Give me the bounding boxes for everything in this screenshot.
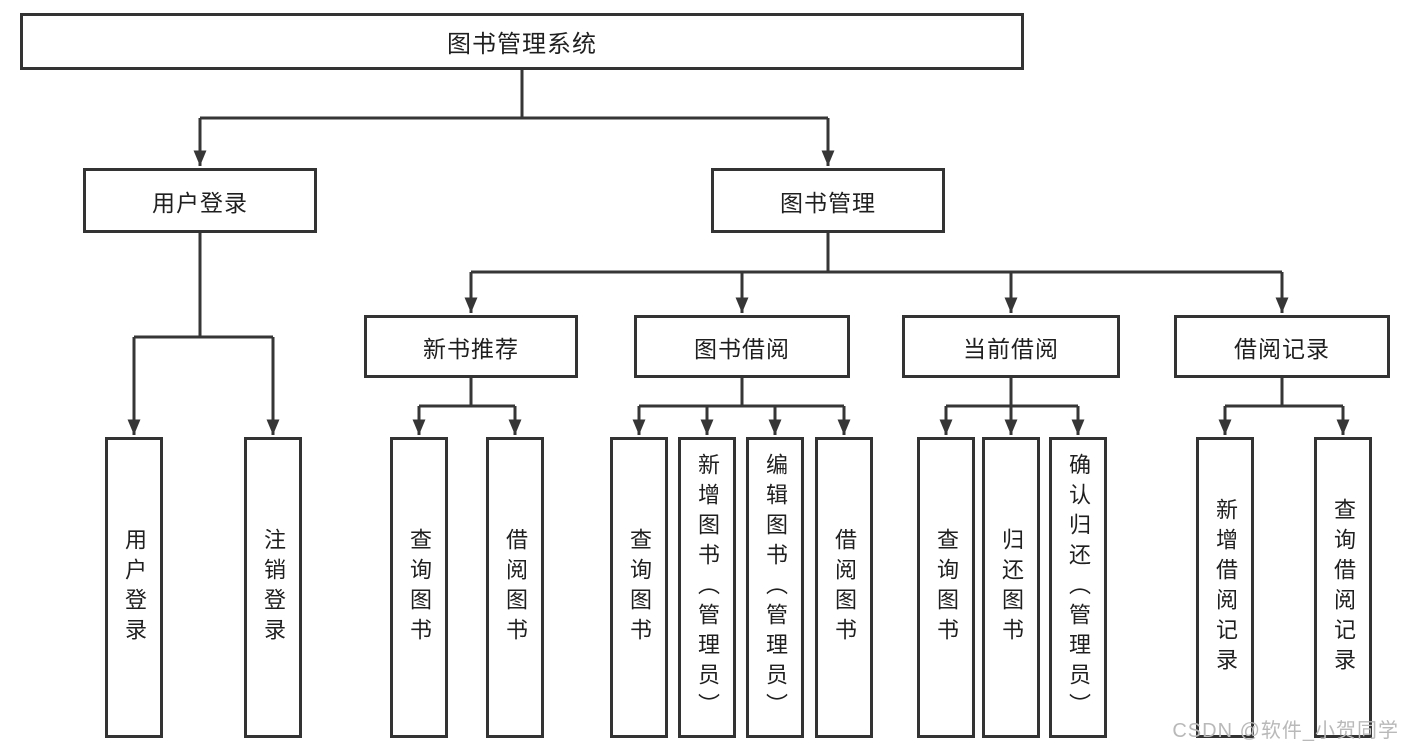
node-book-borrow-label: 图书借阅 — [694, 335, 790, 362]
node-nb-query-books-label: 查询图书 — [407, 527, 432, 648]
node-cb-query-books-label: 查询图书 — [934, 527, 959, 648]
node-book-management: 图书管理 — [711, 168, 945, 233]
node-bb-edit-books-admin: 编辑图书（管理员） — [746, 437, 804, 738]
node-br-query-record-label: 查询借阅记录 — [1331, 497, 1356, 678]
node-current-borrow: 当前借阅 — [902, 315, 1120, 378]
node-new-book-recommend: 新书推荐 — [364, 315, 578, 378]
node-cb-confirm-return-admin: 确认归还（管理员） — [1049, 437, 1107, 738]
node-nb-borrow-books-label: 借阅图书 — [503, 527, 528, 648]
node-user-login: 用户登录 — [83, 168, 317, 233]
node-br-add-record: 新增借阅记录 — [1196, 437, 1254, 738]
node-nb-query-books: 查询图书 — [390, 437, 448, 738]
node-leaf-user-login-label: 用户登录 — [122, 527, 147, 648]
connector-trunks — [134, 70, 1343, 408]
node-book-borrow: 图书借阅 — [634, 315, 850, 378]
node-cb-return-books-label: 归还图书 — [999, 527, 1024, 648]
node-current-borrow-label: 当前借阅 — [963, 335, 1059, 362]
node-bb-add-books-admin: 新增图书（管理员） — [678, 437, 736, 738]
node-borrow-record-label: 借阅记录 — [1234, 335, 1330, 362]
watermark: CSDN @软件_小贺同学 — [1172, 720, 1399, 742]
node-root: 图书管理系统 — [20, 13, 1024, 70]
node-leaf-logout: 注销登录 — [244, 437, 302, 738]
node-new-book-recommend-label: 新书推荐 — [423, 335, 519, 362]
node-nb-borrow-books: 借阅图书 — [486, 437, 544, 738]
node-bb-borrow-books-label: 借阅图书 — [832, 527, 857, 648]
node-leaf-user-login: 用户登录 — [105, 437, 163, 738]
node-user-login-label: 用户登录 — [152, 189, 248, 216]
node-book-management-label: 图书管理 — [780, 189, 876, 216]
node-bb-edit-books-admin-label: 编辑图书（管理员） — [763, 452, 788, 723]
node-bb-add-books-admin-label: 新增图书（管理员） — [695, 452, 720, 723]
node-bb-query-books-label: 查询图书 — [627, 527, 652, 648]
node-root-label: 图书管理系统 — [447, 31, 597, 58]
node-cb-return-books: 归还图书 — [982, 437, 1040, 738]
node-cb-query-books: 查询图书 — [917, 437, 975, 738]
node-borrow-record: 借阅记录 — [1174, 315, 1390, 378]
node-br-add-record-label: 新增借阅记录 — [1213, 497, 1238, 678]
node-br-query-record: 查询借阅记录 — [1314, 437, 1372, 738]
node-bb-query-books: 查询图书 — [610, 437, 668, 738]
node-bb-borrow-books: 借阅图书 — [815, 437, 873, 738]
node-leaf-logout-label: 注销登录 — [261, 527, 286, 648]
node-cb-confirm-return-admin-label: 确认归还（管理员） — [1066, 452, 1091, 723]
